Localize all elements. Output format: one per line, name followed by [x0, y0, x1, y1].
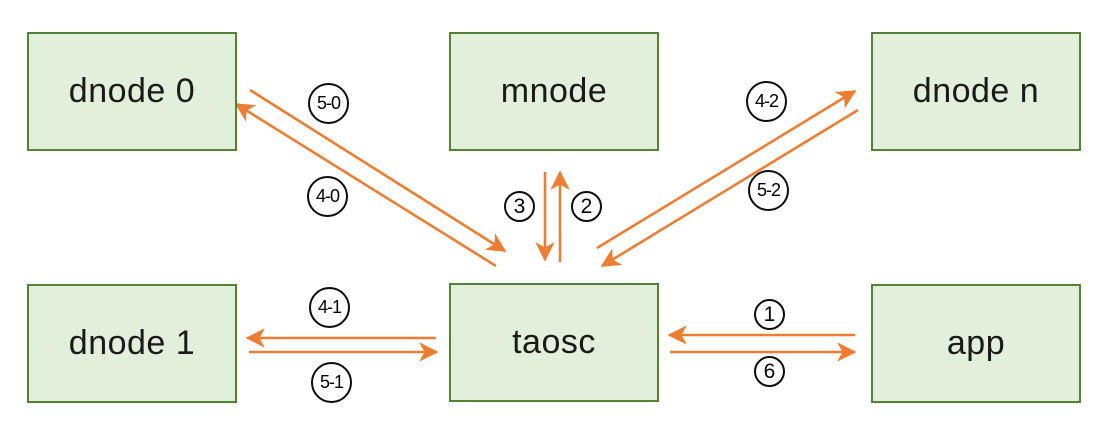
edge-label-5-0: 5-0 — [308, 83, 349, 124]
edge-label-3: 3 — [504, 191, 535, 222]
node-mnode: mnode — [449, 32, 659, 151]
edge-label-2: 2 — [571, 191, 602, 222]
edge-label-4-2: 4-2 — [746, 81, 787, 122]
arrow-4-0 — [234, 102, 497, 268]
edge-label-6: 6 — [754, 356, 785, 387]
node-taosc-label: taosc — [512, 323, 596, 361]
edge-label-4-0: 4-0 — [307, 176, 348, 217]
edge-label-4-1-text: 4-1 — [317, 297, 342, 317]
edge-label-2-text: 2 — [580, 194, 593, 218]
node-mnode-label: mnode — [500, 72, 608, 110]
node-dnode0: dnode 0 — [27, 32, 237, 151]
arrow-5-0 — [249, 88, 507, 253]
arrow-5-2 — [600, 108, 859, 268]
edge-label-6-text: 6 — [763, 359, 776, 383]
edge-label-5-2: 5-2 — [748, 170, 789, 211]
node-dnode1: dnode 1 — [27, 284, 237, 403]
edge-label-1-text: 1 — [763, 302, 776, 326]
edge-label-5-0-text: 5-0 — [316, 93, 341, 113]
node-dnode0-label: dnode 0 — [68, 72, 196, 110]
edge-label-3-text: 3 — [513, 194, 526, 218]
edge-label-5-1: 5-1 — [311, 362, 352, 403]
edge-label-4-1: 4-1 — [309, 287, 350, 328]
edge-label-1: 1 — [754, 299, 785, 330]
edge-label-5-1-text: 5-1 — [319, 372, 344, 392]
edge-label-4-0-text: 4-0 — [315, 186, 340, 206]
node-taosc: taosc — [449, 283, 659, 402]
node-dnode1-label: dnode 1 — [68, 324, 196, 362]
node-app: app — [871, 284, 1081, 403]
edge-label-5-2-text: 5-2 — [756, 180, 781, 200]
node-dnoden-label: dnode n — [912, 72, 1040, 110]
node-app-label: app — [946, 324, 1006, 362]
node-dnoden: dnode n — [871, 32, 1081, 151]
arrow-4-2 — [596, 89, 857, 250]
edge-label-4-2-text: 4-2 — [754, 91, 779, 111]
